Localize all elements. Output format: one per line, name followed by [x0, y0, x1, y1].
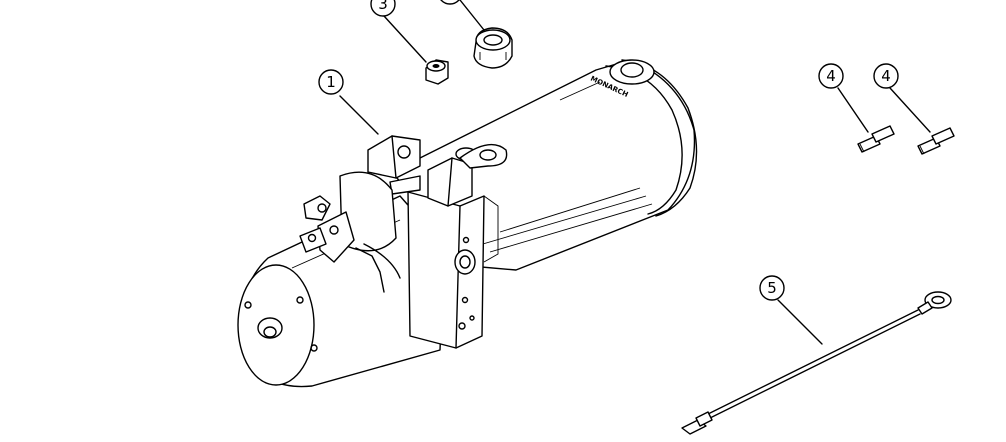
svg-text:4: 4	[881, 67, 891, 85]
callout-1: 1	[318, 69, 344, 95]
fuse-b	[917, 127, 955, 155]
ground-cable	[681, 291, 952, 435]
breather-cap	[473, 27, 513, 69]
callout-4b: 4	[873, 63, 899, 89]
solenoid-valve-assembly	[299, 135, 508, 293]
hex-nut	[425, 59, 449, 85]
callout-4a: 4	[818, 63, 844, 89]
callout-5: 5	[759, 275, 785, 301]
callout-2	[440, 0, 460, 5]
svg-text:3: 3	[378, 0, 388, 13]
svg-text:1: 1	[326, 73, 336, 91]
callout-leaders	[339, 0, 931, 345]
svg-text:5: 5	[767, 279, 777, 297]
electric-motor	[237, 195, 445, 388]
manifold-block	[407, 191, 499, 349]
fuse-a	[857, 125, 895, 153]
svg-text:4: 4	[826, 67, 836, 85]
callout-3: 3	[370, 0, 396, 17]
